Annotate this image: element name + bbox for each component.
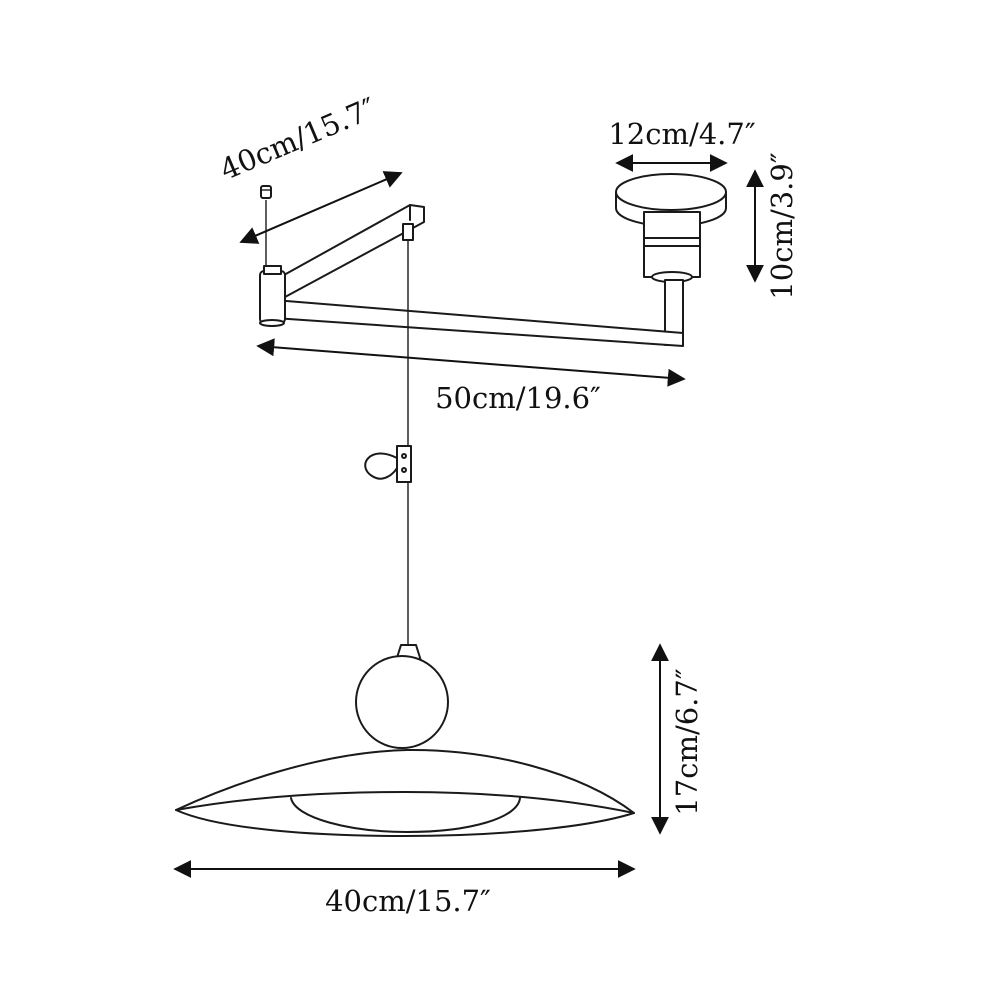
arm-length-label: 40cm/15.7″: [215, 91, 381, 187]
canopy-diameter-label: 12cm/4.7″: [608, 117, 756, 151]
shade-height-label: 17cm/6.7″: [670, 668, 704, 816]
canopy-height-label: 10cm/3.9″: [765, 152, 799, 300]
arm-length-arrow: [239, 171, 403, 244]
ceiling-canopy: [615, 173, 727, 346]
pendant-shade: [175, 644, 635, 837]
total-reach-arrow: [256, 338, 686, 387]
dimension-arrows: [173, 154, 764, 878]
power-cord: [364, 240, 412, 644]
total-reach-label: 50cm/19.6″: [435, 381, 601, 415]
shade-diameter-label: 40cm/15.7″: [325, 884, 491, 918]
